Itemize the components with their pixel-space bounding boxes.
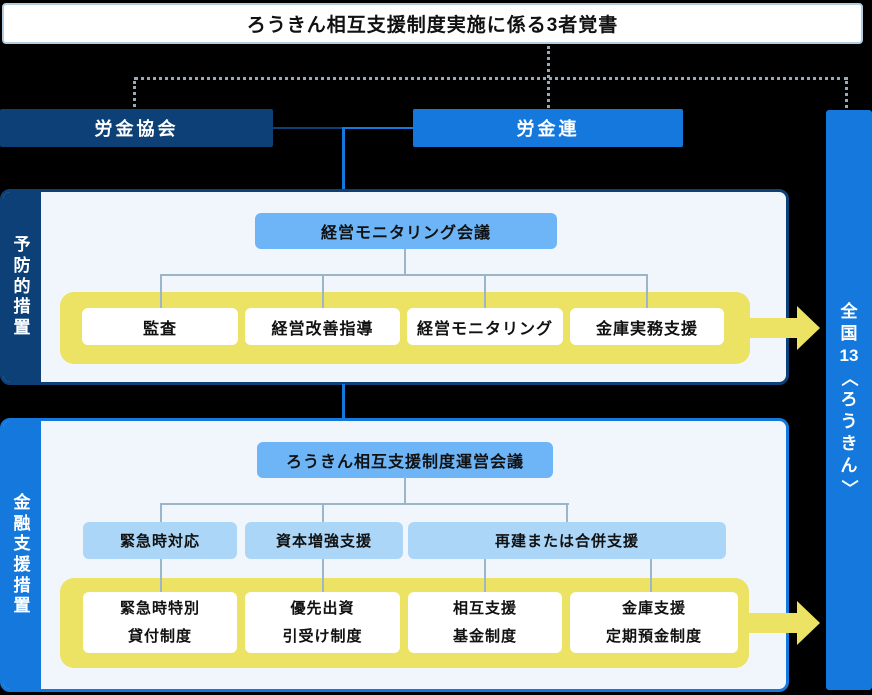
tree-line: [160, 559, 162, 592]
dotted-connector-horizontal: [134, 77, 848, 80]
memorandum-title: ろうきん相互支援制度実施に係る3者覚書: [246, 15, 619, 36]
org-connector-right: [344, 127, 414, 129]
financial-arrow-shaft: [749, 613, 797, 633]
preventive-side-bar: 予防的措置: [3, 192, 41, 382]
category-capital-reinforcement: 資本増強支援: [245, 522, 403, 559]
category-label: 再建または合併支援: [494, 533, 639, 550]
tree-line: [566, 503, 568, 522]
preventive-measures-panel: 予防的措置 経営モニタリング会議 監査 経営改善指導 経営モニタリング 金庫実務…: [0, 189, 789, 385]
preventive-arrow-head: [797, 306, 820, 350]
measure-line-1: 金庫支援: [621, 599, 686, 617]
tree-line: [322, 503, 324, 522]
tree-line: [322, 559, 324, 592]
measure-line-2: 引受け制度: [282, 627, 363, 645]
tree-line: [160, 274, 648, 276]
monitoring-meeting-label: 経営モニタリング会議: [320, 225, 491, 242]
category-rebuilding-or-merger-support: 再建または合併支援: [408, 522, 726, 559]
measure-line-2: 貸付制度: [127, 627, 192, 645]
tree-line: [484, 559, 486, 592]
measure-preferred-investment: 優先出資引受け制度: [245, 592, 400, 653]
tree-line: [404, 249, 406, 275]
measure-line-1: 相互支援: [452, 599, 517, 617]
measure-label: 監査: [142, 320, 177, 338]
tree-line: [484, 274, 486, 308]
measure-line-2: 基金制度: [452, 627, 517, 645]
measure-mutual-support-fund: 相互支援基金制度: [408, 592, 562, 653]
financial-side-bar: 金融支援措置: [3, 421, 41, 689]
measure-label: 経営モニタリング: [416, 320, 553, 338]
measure-label: 経営改善指導: [271, 320, 374, 338]
category-label: 緊急時対応: [119, 533, 200, 550]
tree-line: [160, 503, 162, 522]
financial-side-label: 金融支援措置: [13, 492, 31, 616]
tree-line: [160, 503, 569, 505]
mutual-support-meeting-label: ろうきん相互支援制度運営会議: [285, 454, 524, 471]
measure-emergency-special-loan: 緊急時特別貸付制度: [83, 592, 237, 653]
measure-audit: 監査: [82, 308, 238, 345]
tree-line: [160, 274, 162, 308]
category-emergency-response: 緊急時対応: [83, 522, 237, 559]
mutual-support-meeting-box: ろうきん相互支援制度運営会議: [257, 442, 553, 478]
tree-line: [322, 274, 324, 308]
rokin-association-label: 労金協会: [94, 119, 179, 139]
measure-bank-support-time-deposit: 金庫支援定期預金制度: [570, 592, 738, 653]
rokin-federation-label: 労金連: [516, 119, 580, 139]
tree-line: [404, 477, 406, 503]
rokin-association-box: 労金協会: [0, 109, 273, 147]
category-label: 資本増強支援: [275, 533, 372, 550]
monitoring-meeting-box: 経営モニタリング会議: [255, 213, 557, 249]
measure-management-monitoring: 経営モニタリング: [407, 308, 563, 345]
measure-line-1: 緊急時特別: [119, 599, 200, 617]
financial-arrow-head: [797, 601, 820, 645]
measure-bank-operations-support: 金庫実務支援: [570, 308, 724, 345]
rokin-federation-box: 労金連: [413, 109, 683, 147]
tree-line: [646, 274, 648, 308]
inter-panel-connector: [342, 384, 345, 419]
measure-label: 金庫実務支援: [595, 320, 698, 338]
preventive-side-label: 予防的措置: [13, 235, 31, 338]
tree-line: [650, 559, 652, 592]
org-connector-left: [272, 127, 344, 129]
org-drop-line: [342, 127, 345, 189]
financial-support-panel: 金融支援措置 ろうきん相互支援制度運営会議 緊急時対応 資本増強支援 再建または…: [0, 418, 789, 692]
measure-line-1: 優先出資: [290, 599, 355, 617]
dotted-connector-vertical-left: [133, 81, 136, 107]
preventive-arrow-shaft: [750, 318, 797, 338]
dotted-connector-vertical-right: [845, 81, 848, 108]
measure-management-improvement: 経営改善指導: [245, 308, 400, 345]
measure-line-2: 定期預金制度: [605, 627, 702, 645]
memorandum-title-box: ろうきん相互支援制度実施に係る3者覚書: [2, 3, 863, 44]
